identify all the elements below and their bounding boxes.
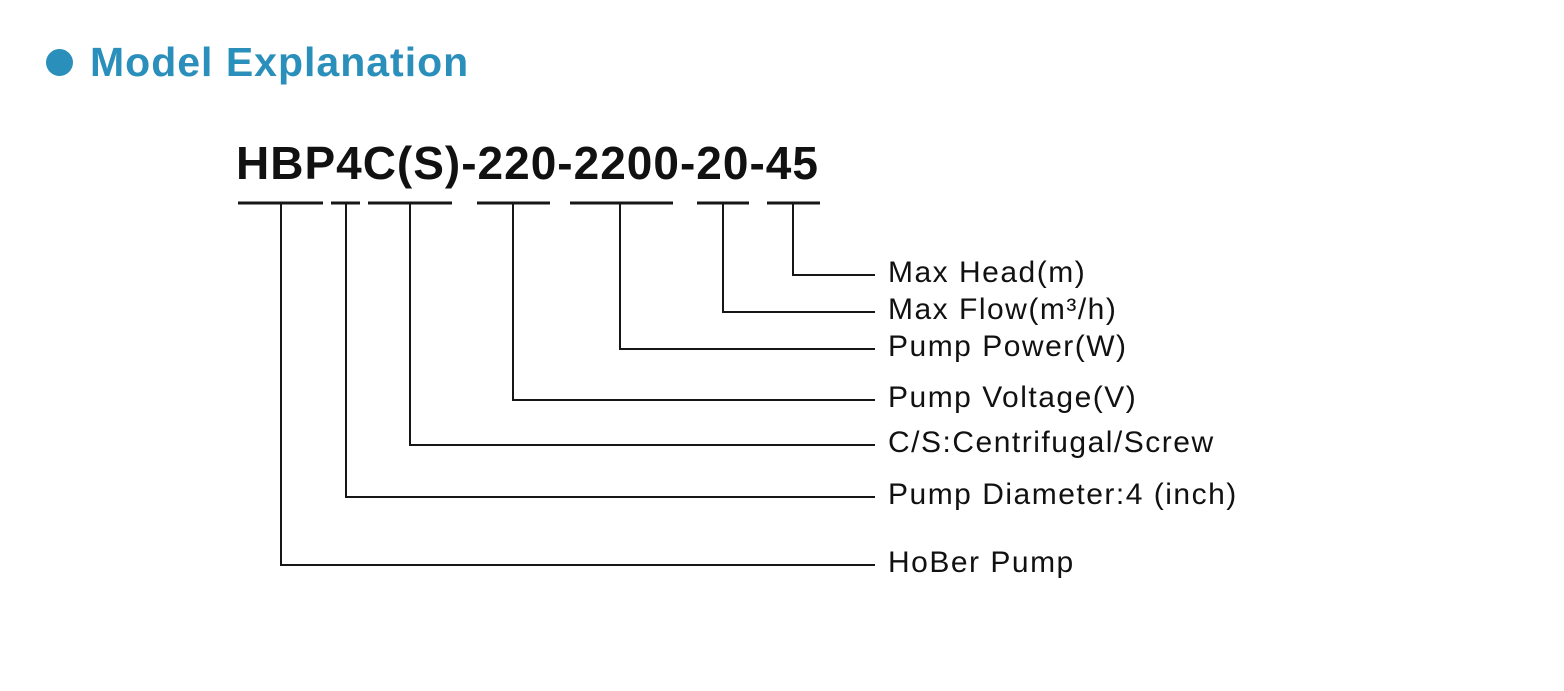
- connector-hober-pump: [280, 204, 875, 566]
- connector-pump-diameter: [345, 204, 875, 498]
- label-pump-voltage: Pump Voltage(V): [888, 381, 1138, 414]
- connector-max-flow: [722, 204, 875, 313]
- connector-centrifugal-screw: [409, 204, 875, 446]
- label-max-head: Max Head(m): [888, 256, 1087, 289]
- label-max-flow: Max Flow(m³/h): [888, 293, 1118, 326]
- section-header: Model Explanation: [46, 42, 469, 83]
- connector-pump-voltage: [512, 204, 875, 401]
- label-centrifugal-screw: C/S:Centrifugal/Screw: [888, 426, 1215, 459]
- bullet-icon: [46, 49, 73, 76]
- connector-max-head: [792, 204, 875, 276]
- label-hober-pump: HoBer Pump: [888, 546, 1075, 579]
- label-pump-diameter: Pump Diameter:4 (inch): [888, 478, 1238, 511]
- connector-pump-power: [619, 204, 875, 350]
- model-code: HBP4C(S)-220-2200-20-45: [236, 137, 819, 189]
- label-pump-power: Pump Power(W): [888, 330, 1128, 363]
- page-title: Model Explanation: [90, 39, 470, 85]
